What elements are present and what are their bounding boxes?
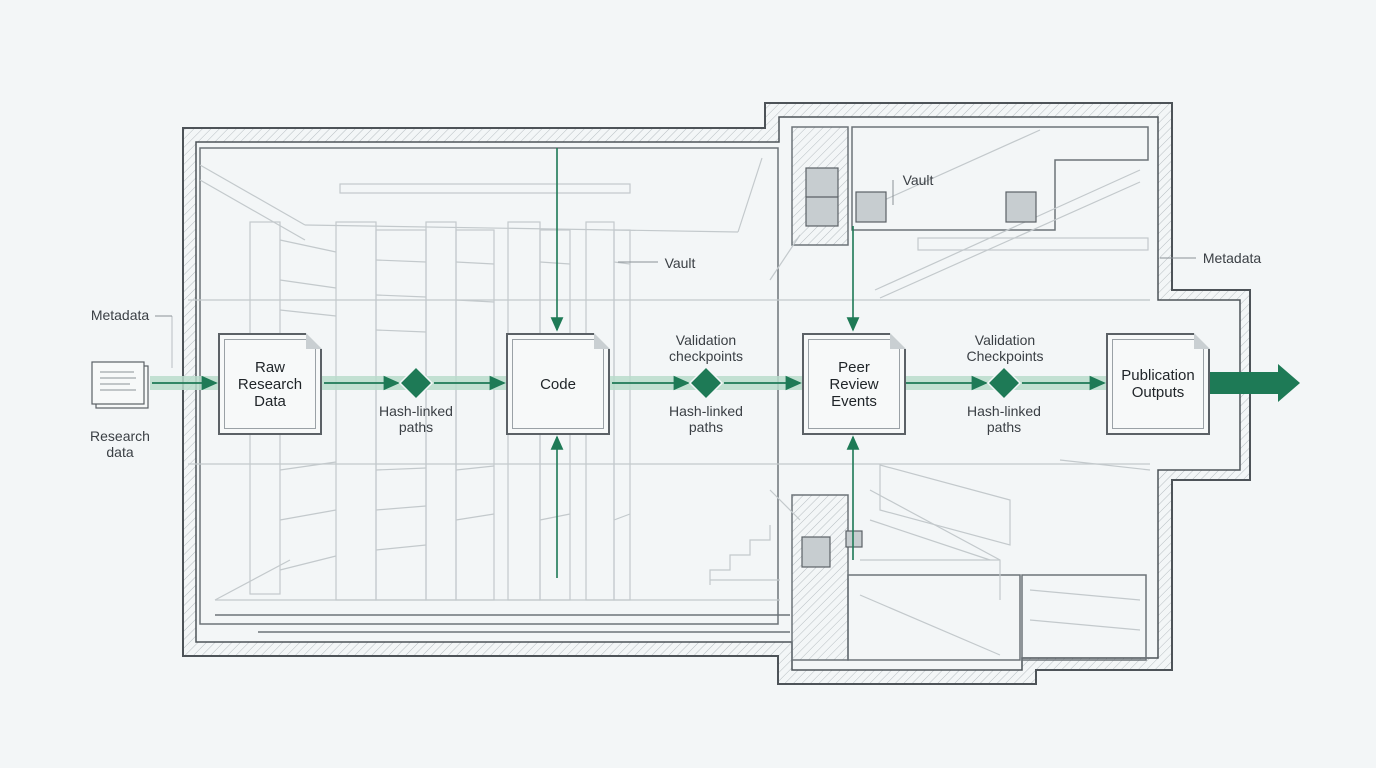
label-hash-3: Hash-linked paths — [967, 403, 1041, 435]
validation-diamond-2 — [688, 365, 724, 401]
document-icon — [91, 361, 149, 409]
label-hash-2: Hash-linked paths — [669, 403, 743, 435]
node-label: Raw Research Data — [237, 358, 303, 410]
label-metadata-right: Metadata — [1202, 250, 1262, 266]
node-peer-review-events: Peer Review Events — [802, 333, 906, 435]
validation-diamond-3 — [986, 365, 1022, 401]
folded-corner — [1194, 333, 1210, 349]
folded-corner — [594, 333, 610, 349]
label-validation-1: Validation checkpoints — [669, 332, 743, 364]
callout-leaders — [155, 180, 1196, 317]
node-label: Publication Outputs — [1121, 367, 1195, 401]
label-vault-top: Vault — [902, 172, 934, 188]
node-code: Code — [506, 333, 610, 435]
vault-equipment — [801, 167, 1037, 568]
node-raw-research-data: Raw Research Data — [218, 333, 322, 435]
vertical-arrows — [550, 148, 860, 578]
label-hash-1: Hash-linked paths — [379, 403, 453, 435]
node-label: Peer Review Events — [829, 358, 879, 410]
label-vault-mid: Vault — [664, 255, 696, 271]
label-validation-2: Validation Checkpoints — [966, 332, 1044, 364]
building-outline — [182, 102, 1251, 685]
shelving-sketch — [171, 129, 1151, 656]
folded-corner — [306, 333, 322, 349]
label-research-data: Research data — [90, 428, 150, 460]
folded-corner — [890, 333, 906, 349]
node-publication-outputs: Publication Outputs — [1106, 333, 1210, 435]
validation-diamond-1 — [398, 365, 434, 401]
node-label: Code — [540, 375, 576, 393]
label-metadata-left: Metadata — [90, 307, 150, 323]
validation-diamonds — [398, 365, 1022, 401]
